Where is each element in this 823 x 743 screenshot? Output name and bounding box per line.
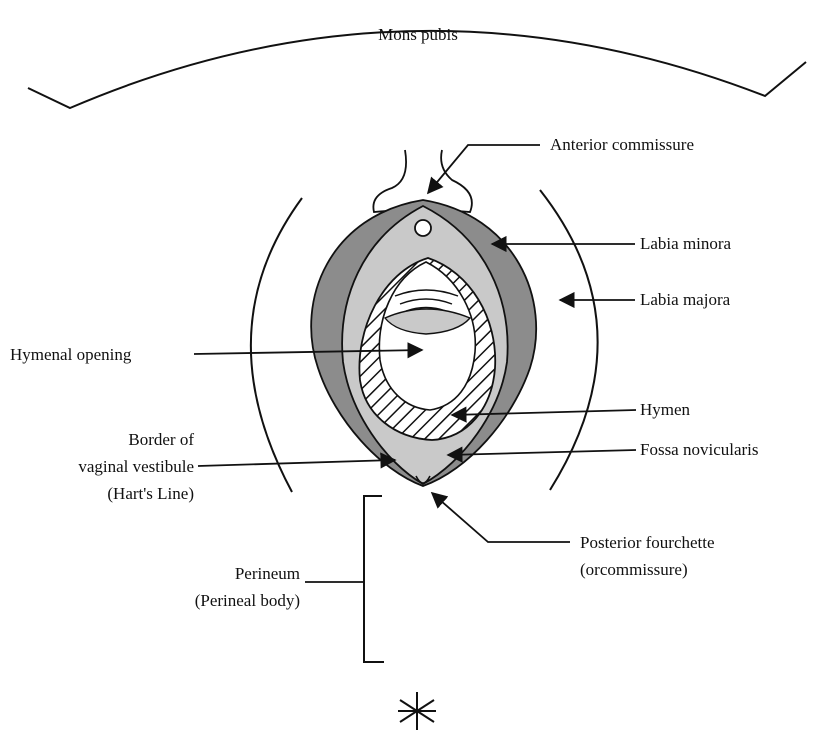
labia-majora-right-arc: [540, 190, 598, 490]
perineum-label-line2: (Perineal body): [195, 591, 300, 610]
border-label-line3: (Hart's Line): [107, 484, 194, 503]
border-leader: [198, 460, 395, 466]
labia-majora-label: Labia majora: [640, 290, 731, 309]
hymenal-opening-label: Hymenal opening: [10, 345, 132, 364]
posterior-fourchette-label-line1: Posterior fourchette: [580, 533, 715, 552]
anterior-commissure-label: Anterior commissure: [550, 135, 694, 154]
border-label-line1: Border of: [128, 430, 194, 449]
hymen-label: Hymen: [640, 400, 691, 419]
mons-pubis-label: Mons pubis: [378, 25, 458, 44]
posterior-fourchette-leader: [432, 493, 570, 542]
fossa-label: Fossa novicularis: [640, 440, 759, 459]
posterior-fourchette-label-line2: (orcommissure): [580, 560, 688, 579]
perineum-label-line1: Perineum: [235, 564, 300, 583]
perineum-bracket: [364, 496, 384, 662]
labia-majora-left-arc: [251, 198, 302, 492]
border-label-line2: vaginal vestibule: [78, 457, 194, 476]
labia-minora-label: Labia minora: [640, 234, 732, 253]
anus-star-icon: [398, 692, 436, 730]
urethral-opening: [415, 220, 431, 236]
